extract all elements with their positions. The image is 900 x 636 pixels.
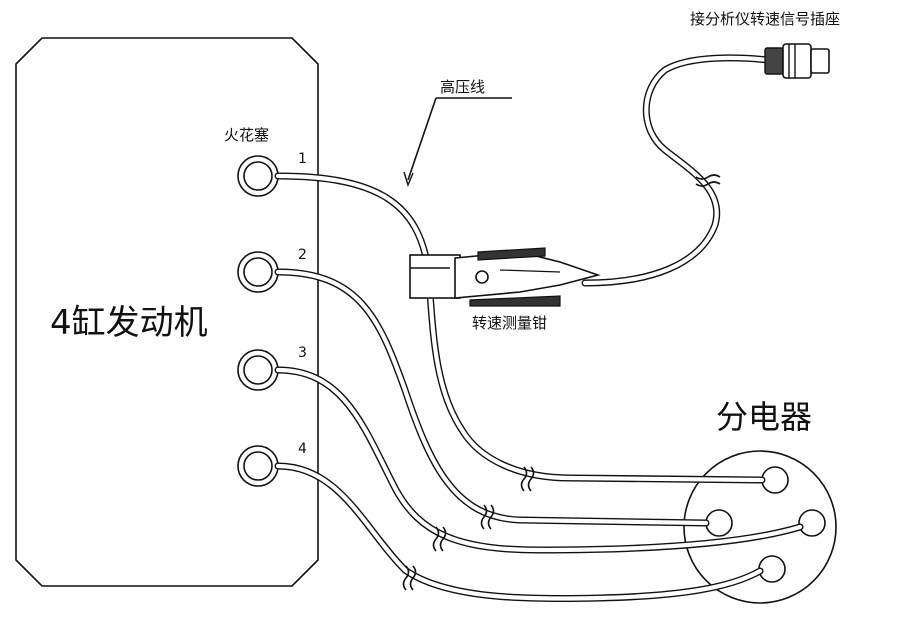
cylinder-number-4: 4 <box>298 441 307 457</box>
distributor <box>683 450 837 604</box>
connector-label: 接分析仪转速信号插座 <box>690 10 840 28</box>
spark-plug-1 <box>237 155 279 197</box>
cable-break-marks <box>402 466 535 591</box>
rpm-clamp <box>409 247 601 307</box>
hv-cable-1 <box>274 172 766 484</box>
engine-body <box>15 37 319 587</box>
signal-cable <box>581 54 772 287</box>
analyzer-connector <box>764 43 830 79</box>
spark-plug-3 <box>237 349 279 391</box>
hv-cable-3 <box>274 366 804 554</box>
spark-plug-label: 火花塞 <box>224 126 269 144</box>
cylinder-number-1: 1 <box>298 151 307 167</box>
hv-cable-4 <box>274 462 764 603</box>
spark-plug-2 <box>237 251 279 293</box>
hv-wire-label: 高压线 <box>440 78 485 96</box>
cylinder-number-2: 2 <box>298 247 307 263</box>
hv-cable-2 <box>274 268 710 527</box>
clamp-label: 转速测量钳 <box>472 314 547 332</box>
distributor-label: 分电器 <box>716 398 812 436</box>
spark-plug-4 <box>237 445 279 487</box>
engine-label: 4缸发动机 <box>50 303 208 343</box>
cylinder-number-3: 3 <box>298 345 307 361</box>
hv-wire-leader <box>403 97 512 188</box>
signal-cable-break <box>695 174 721 187</box>
